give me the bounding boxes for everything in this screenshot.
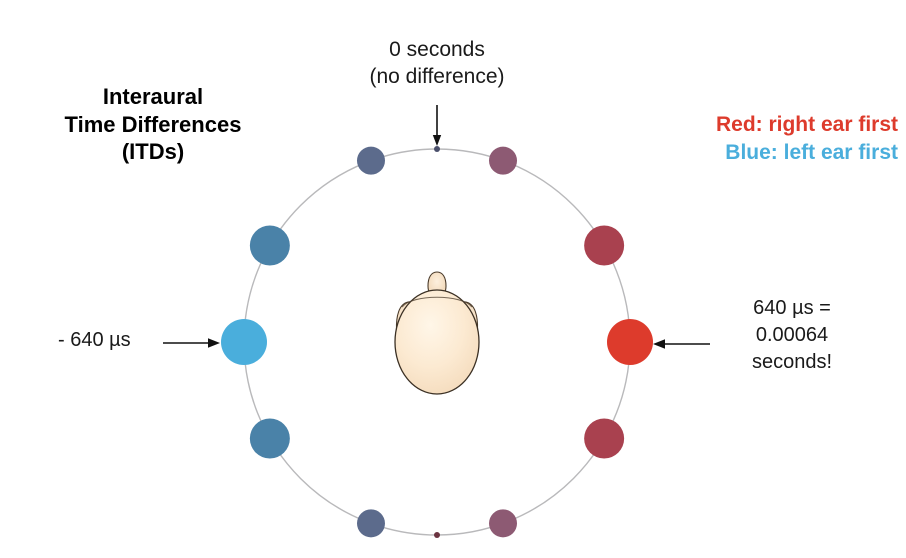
sound-source-dot — [356, 146, 385, 175]
sound-source-dot — [221, 319, 267, 365]
left-itd-label: - 640 µs — [58, 329, 131, 351]
sound-source-dot — [489, 509, 518, 538]
page-title: Interaural Time Differences (ITDs) — [28, 83, 278, 166]
title-line-1: Interaural — [102, 84, 204, 109]
right-itd-line-1: 640 µs = — [753, 297, 831, 319]
sound-source-dot — [584, 418, 625, 459]
sound-source-dot — [434, 146, 440, 152]
sound-source-dots — [221, 146, 653, 538]
legend: Red: right ear first Blue: left ear firs… — [716, 111, 898, 166]
sound-source-dot — [249, 418, 290, 459]
sound-source-dot — [249, 225, 290, 266]
legend-item-blue: Blue: left ear first — [725, 140, 898, 164]
right-arrow-icon — [163, 338, 220, 348]
sound-source-dot — [489, 146, 518, 175]
sound-source-dot — [434, 532, 440, 538]
head-outline — [394, 289, 480, 395]
title-line-3: (ITDs) — [121, 139, 185, 165]
sound-source-dot — [356, 509, 385, 538]
right-itd-label: 640 µs = 0.00064 seconds! — [712, 295, 872, 375]
sound-source-dot — [584, 225, 625, 266]
legend-item-red: Red: right ear first — [715, 113, 898, 136]
zero-itd-annotation: 0 seconds (no difference) — [337, 36, 537, 91]
right-itd-line-2: 0.00064 — [755, 323, 829, 346]
crown-arc — [401, 296, 473, 308]
sound-source-dot — [607, 319, 653, 365]
zero-itd-line-2: (no difference) — [369, 65, 505, 89]
left-arrow-icon — [653, 339, 710, 349]
title-line-2: Time Differences — [64, 111, 242, 137]
down-arrow-icon — [432, 105, 442, 146]
zero-itd-line-1: 0 seconds — [389, 38, 485, 61]
right-itd-line-3: seconds! — [751, 350, 833, 373]
head-illustration — [394, 271, 480, 395]
